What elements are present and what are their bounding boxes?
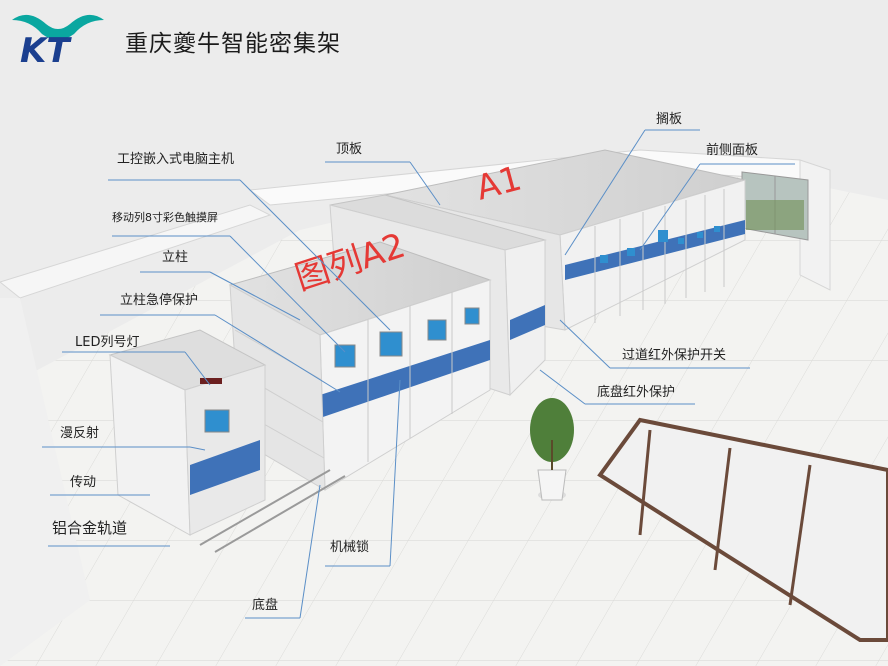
- label-aisle-infrared-switch: 过道红外保护开关: [622, 348, 727, 363]
- page-title: 重庆夔牛智能密集架: [125, 31, 341, 57]
- document-shelf: [597, 417, 888, 642]
- left-wall: [0, 204, 272, 299]
- rack-front-single: [108, 329, 267, 536]
- rack-group-front: 图列A2: [228, 226, 492, 491]
- kt-logo: KT: [12, 14, 104, 66]
- label-mechanical-lock: 机械锁: [330, 540, 370, 555]
- label-front-side-panel: 前侧面板: [706, 143, 759, 158]
- potted-plant: [530, 398, 574, 501]
- label-transmission: 传动: [70, 475, 97, 490]
- label-touchscreen: 移动列8寸彩色触摸屏: [112, 211, 218, 224]
- label-column: 立柱: [162, 250, 189, 265]
- label-column-emergency-stop: 立柱急停保护: [120, 293, 199, 308]
- label-chassis: 底盘: [252, 598, 279, 613]
- label-led-number: LED列号灯: [75, 335, 140, 350]
- label-industrial-pc: 工控嵌入式电脑主机: [117, 152, 235, 167]
- left-wall-side: [0, 298, 90, 666]
- label-chassis-infrared: 底盘红外保护: [597, 385, 676, 400]
- window: [741, 171, 809, 241]
- label-shelf-board: 搁板: [656, 112, 683, 127]
- rails: [199, 469, 346, 553]
- label-aluminum-rail: 铝合金轨道: [52, 519, 128, 537]
- logo-letters: KT: [20, 31, 72, 66]
- label-top-panel: 顶板: [336, 142, 363, 157]
- label-diffuse-reflection: 漫反射: [60, 426, 100, 441]
